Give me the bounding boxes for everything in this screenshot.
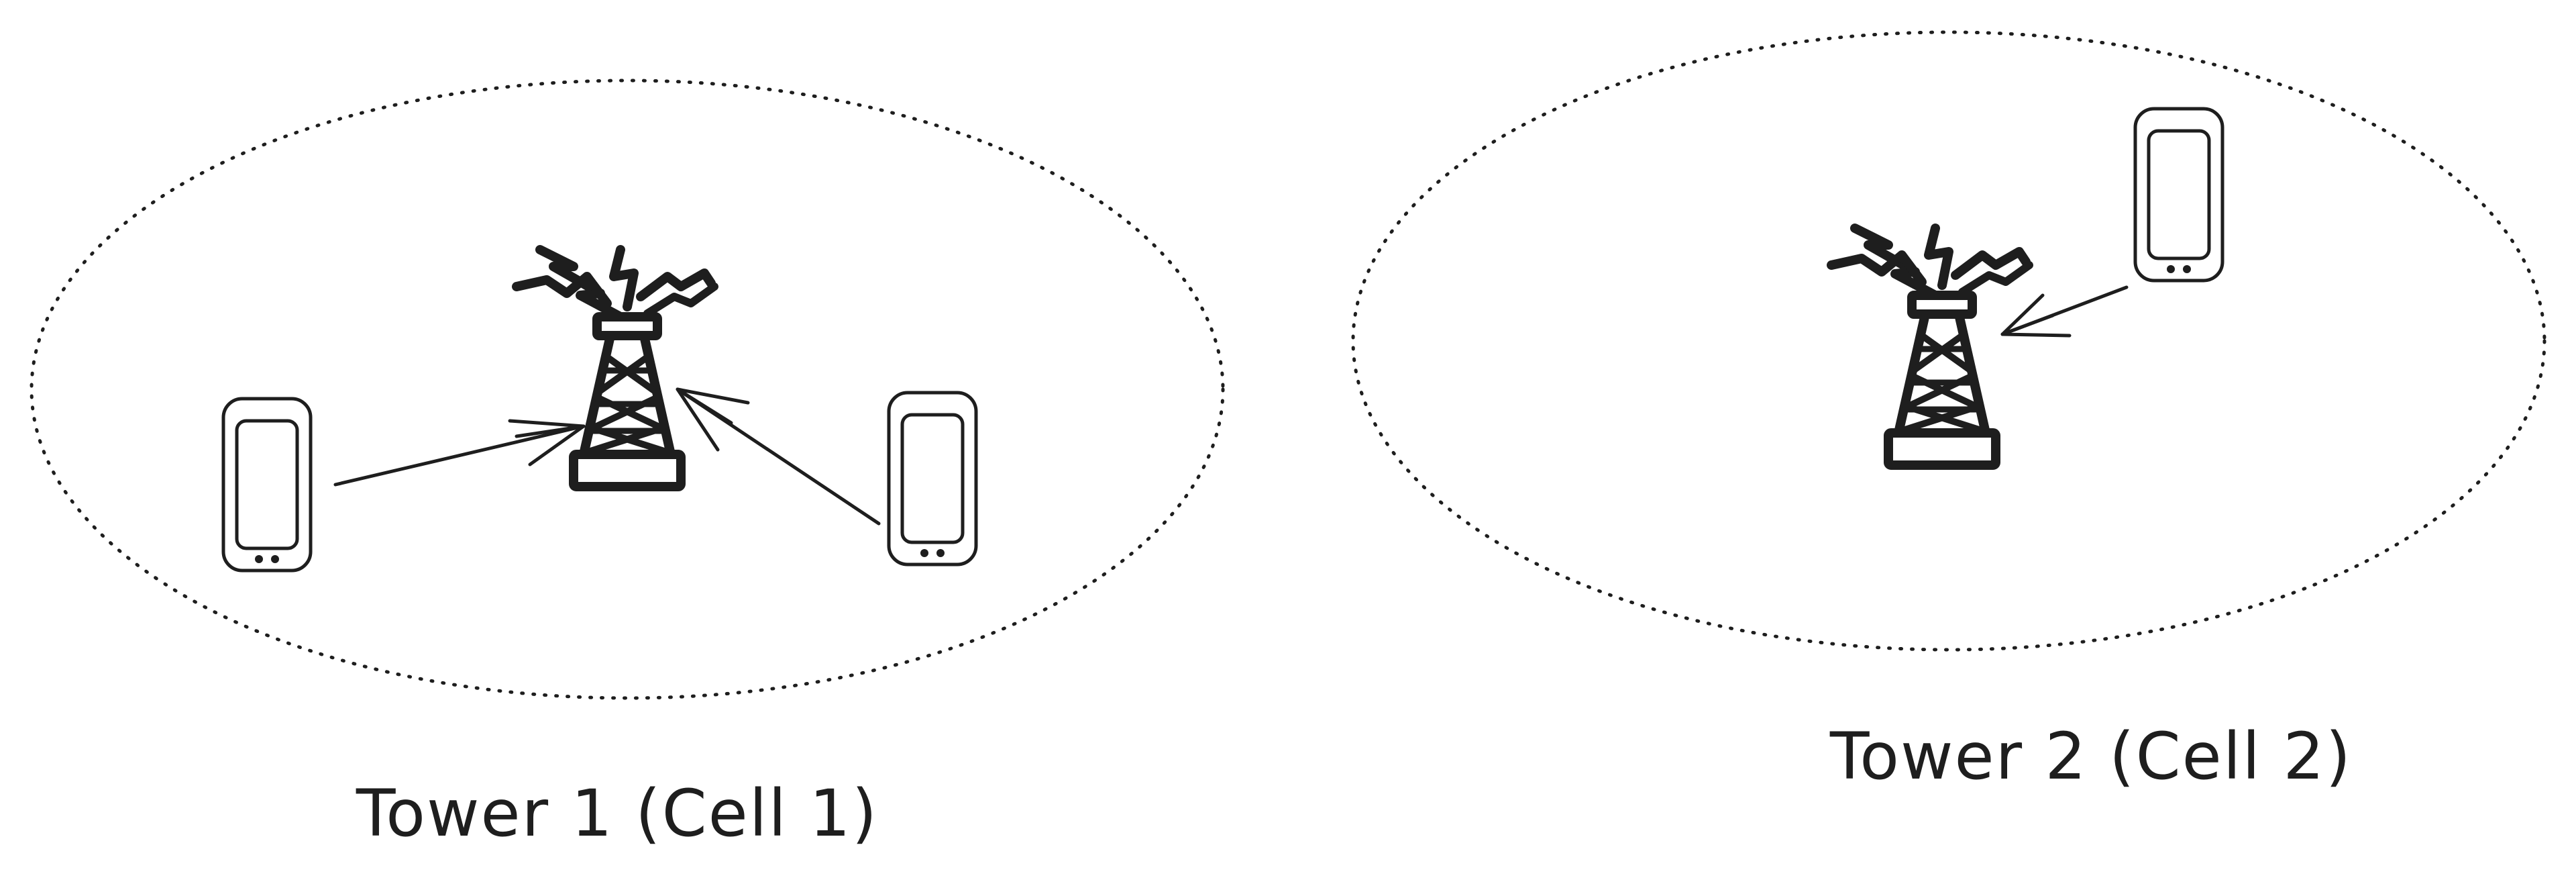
cell-1-coverage — [30, 79, 1225, 700]
arrow-icon — [2000, 285, 2129, 338]
cell-2-coverage — [1351, 30, 2546, 652]
arrow-icon — [333, 419, 586, 487]
mobile-phone-icon — [2135, 109, 2222, 281]
cell-2-group: Tower 2 (Cell 2) — [1351, 30, 2546, 794]
cell-1-group: Tower 1 (Cell 1) — [30, 79, 1225, 851]
cell-1-label: Tower 1 (Cell 1) — [356, 776, 878, 851]
mobile-phone-icon — [889, 393, 976, 564]
mobile-phone-icon — [223, 399, 311, 571]
cell-tower-icon — [1831, 228, 2029, 465]
arrow-icon — [676, 387, 881, 526]
cell-2-label: Tower 2 (Cell 2) — [1829, 719, 2352, 794]
